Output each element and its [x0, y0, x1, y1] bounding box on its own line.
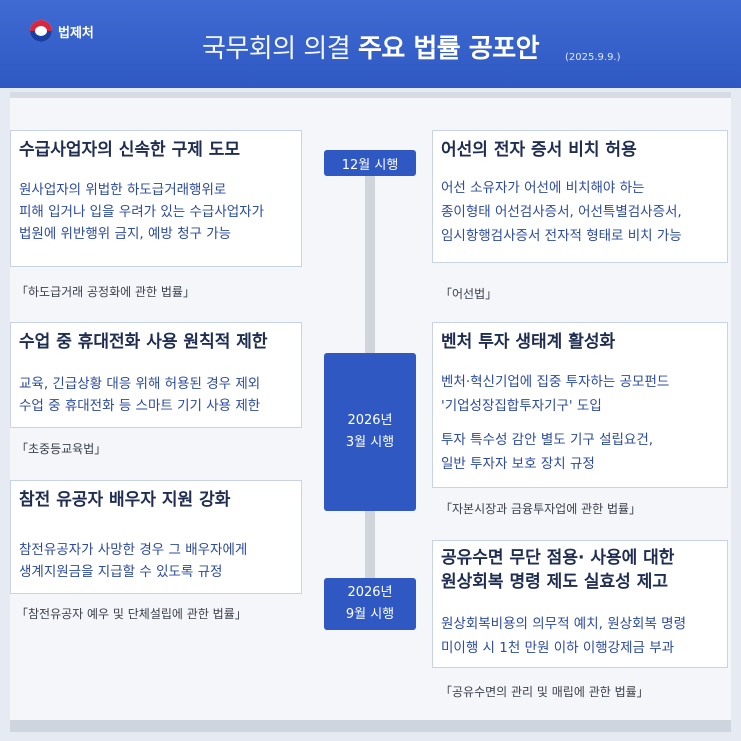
card-body-line: 교육, 긴급상황 대응 위해 허용된 경우 제외	[19, 376, 261, 392]
publish-date: (2025.9.9.)	[565, 52, 621, 63]
header-banner: 법제처 국무회의 의결 주요 법률 공포안 (2025.9.9.)	[0, 0, 741, 88]
card-veteran-spouse-support: 참전 유공자 배우자 지원 강화 참전유공자가 사망한 경우 그 배우자에게 생…	[10, 480, 302, 594]
card-body-line: 원사업자의 위법한 하도급거래행위로	[19, 182, 227, 198]
card-classroom-phone-limit: 수업 중 휴대전화 사용 원칙적 제한 교육, 긴급상황 대응 위해 허용된 경…	[10, 322, 302, 428]
law-name-phone: 「초중등교육법」	[16, 442, 107, 456]
card-body-line: '기업성장집합투자기구' 도입	[441, 398, 602, 414]
card-body-line: 어선 소유자가 어선에 비치해야 하는	[441, 180, 645, 196]
card-body-line: 참전유공자가 사망한 경우 그 배우자에게	[19, 542, 248, 558]
card-title: 공유수면 무단 점용· 사용에 대한	[441, 548, 675, 568]
law-name-veteran: 「참전유공자 예우 및 단체설립에 관한 법률」	[16, 607, 247, 621]
card-public-waters-restoration: 공유수면 무단 점용· 사용에 대한 원상회복 명령 제도 실효성 제고 원상회…	[432, 540, 728, 668]
card-body-line: 원상회복비용의 의무적 예치, 원상회복 명령	[441, 616, 687, 632]
card-title: 참전 유공자 배우자 지원 강화	[19, 490, 231, 510]
card-body-line: 법원에 위반행위 금지, 예방 청구 가능	[19, 226, 232, 242]
org-name: 법제처	[58, 25, 94, 41]
law-name-subcontract: 「하도급거래 공정화에 관한 법률」	[16, 285, 195, 299]
timeline-badge-december: 12월 시행	[324, 150, 416, 176]
card-title: 벤처 투자 생태계 활성화	[441, 332, 616, 352]
card-body-line: 종이형태 어선검사증서, 어선특별검사증서,	[441, 204, 682, 220]
card-body-line: 임시항행검사증서 전자적 형태로 비치 가능	[441, 228, 682, 244]
card-body-line: 투자 특수성 감안 별도 기구 설립요건,	[441, 432, 654, 448]
card-title: 수업 중 휴대전화 사용 원칙적 제한	[19, 332, 268, 352]
taegeuk-logo-icon	[30, 20, 52, 42]
card-title: 어선의 전자 증서 비치 허용	[441, 140, 637, 160]
card-title: 수급사업자의 신속한 구제 도모	[19, 140, 241, 160]
timeline-badge-2026-september: 2026년 9월 시행	[324, 578, 416, 630]
law-name-water: 「공유수면의 관리 및 매립에 관한 법률」	[440, 685, 649, 699]
timeline-badge-2026-march: 2026년 3월 시행	[324, 353, 416, 511]
card-venture-investment: 벤처 투자 생태계 활성화 벤처·혁신기업에 집중 투자하는 공모펀드 '기업성…	[432, 322, 728, 488]
card-ship-e-certificate: 어선의 전자 증서 비치 허용 어선 소유자가 어선에 비치해야 하는 종이형태…	[432, 130, 728, 263]
page-title: 국무회의 의결 주요 법률 공포안	[201, 34, 540, 64]
card-body-line: 수업 중 휴대전화 등 스마트 기기 사용 제한	[19, 398, 261, 414]
card-body-line: 미이행 시 1천 만원 이하 이행강제금 부과	[441, 640, 675, 656]
card-body-line: 피해 입거나 입을 우려가 있는 수급사업자가	[19, 204, 265, 220]
card-title-line2: 원상회복 명령 제도 실효성 제고	[441, 572, 668, 592]
card-body-line: 생계지원금을 지급할 수 있도록 규정	[19, 564, 223, 580]
law-name-venture: 「자본시장과 금융투자업에 관한 법률」	[440, 502, 642, 516]
card-body-line: 일반 투자자 보호 장치 규정	[441, 456, 595, 472]
card-body-line: 벤처·혁신기업에 집중 투자하는 공모펀드	[441, 374, 670, 390]
card-subcontract-relief: 수급사업자의 신속한 구제 도모 원사업자의 위법한 하도급거래행위로 피해 입…	[10, 130, 302, 267]
org-logo: 법제처	[30, 20, 94, 42]
law-name-ship: 「어선법」	[440, 287, 498, 301]
